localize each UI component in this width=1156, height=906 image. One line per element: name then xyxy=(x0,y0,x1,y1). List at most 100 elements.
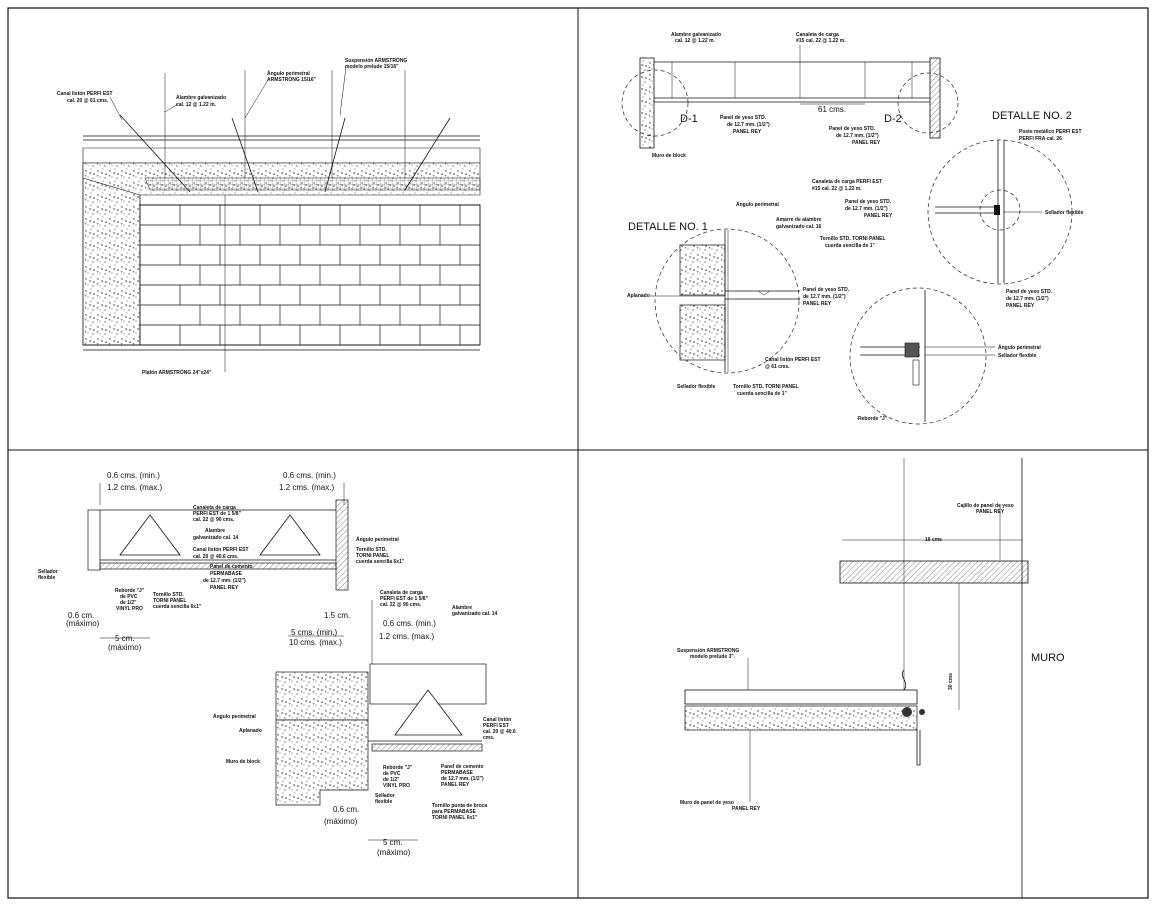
label-canalliston: Canal listón PERFI EST xyxy=(765,357,821,363)
label-canaleta-3: cal. 22 @ 90 cms. xyxy=(193,517,235,523)
tee-3 xyxy=(324,117,346,193)
label-alambre-3: Alambre xyxy=(452,605,472,611)
label-alambre-4: galvanizado cal. 14 xyxy=(452,611,498,617)
p3-left-wall xyxy=(87,509,101,571)
dim-30: 30 cms xyxy=(948,673,954,690)
p3b-wall xyxy=(275,719,369,806)
label-suspension-2: modelo prelude 15/16" xyxy=(345,64,399,70)
label-alambre: Alambre xyxy=(205,528,225,534)
p3-cement-panel xyxy=(99,562,337,570)
label-sellador-3: Sellador flexible xyxy=(998,353,1037,359)
dim-min-1: 0.6 cms. (min.) xyxy=(107,471,160,480)
label-canalliston-2: @ 61 cms. xyxy=(765,364,790,370)
detail-1-circle xyxy=(654,228,800,374)
label-reborde-4: VINYL PRO xyxy=(116,606,143,612)
label-panelcem-4: PANEL REY xyxy=(210,585,239,591)
leader-suspension xyxy=(339,66,347,116)
label-sellador-3: Sellador xyxy=(375,793,395,799)
label-panelyeso: Panel de yeso STD. xyxy=(720,115,767,121)
label-angulo: Ángulo perimetral xyxy=(356,536,399,543)
p4-cajillo xyxy=(839,560,1029,584)
label-reborde-5: Reborde "J" xyxy=(383,765,413,771)
label-aplanado: Aplanado xyxy=(627,293,650,299)
label-tornillo-5: TORNI PANEL xyxy=(153,598,186,604)
label-angulo-2: ARMSTRONG 15/16" xyxy=(267,77,317,83)
label-panelyeso-3: PANEL REY xyxy=(733,129,762,135)
label-canal-2: cal. 20 @ 61 cms. xyxy=(67,98,109,104)
label-panelyeso-5: de 12.7 mm. (1/2") xyxy=(836,133,879,139)
label-panelcem: Panel de cemento xyxy=(210,564,253,570)
label-canaleta-5: PERFI EST de 1 5/8" xyxy=(380,596,429,602)
detail-3-circle xyxy=(849,287,987,425)
dim-61: 61 cms. xyxy=(818,105,846,114)
label-angulo-2: Ángulo perimetral xyxy=(213,713,256,720)
label-tornillo-2: cuerda sencilla de 1" xyxy=(825,243,876,249)
dim-06b: 0.6 cm. xyxy=(333,805,359,814)
p3b-cement-panel xyxy=(371,743,483,752)
label-tornillo-3: cuerda sencilla 6x1" xyxy=(356,559,405,565)
label-alambre-2: cal. 12 @ 1.22 m. xyxy=(675,38,716,44)
label-poste-2: PERFI FRA cal. 26 xyxy=(1019,136,1062,142)
label-muro: Muro de block xyxy=(226,759,260,765)
label-sellador-4: flexible xyxy=(375,799,392,805)
title-detalle-1: DETALLE NO. 1 xyxy=(628,221,708,233)
p3b-slab xyxy=(275,671,369,721)
label-sellador-2: flexible xyxy=(38,575,55,581)
label-angulo: Ángulo perimetral xyxy=(267,70,310,77)
dim-min-2: 0.6 cms. (min.) xyxy=(283,471,336,480)
label-amarre-2: galvanizado cal. 16 xyxy=(776,224,822,230)
label-sellador: Sellador flexible xyxy=(1045,210,1084,216)
dim-15: 1.5 cm. xyxy=(324,611,350,620)
label-reborde-3: de 1/2" xyxy=(120,600,137,606)
label-reborde-7: de 1/2" xyxy=(383,777,400,783)
dim-16: 16 cms xyxy=(925,537,942,543)
block-wall-courses xyxy=(140,204,480,345)
detail-circle-d2 xyxy=(897,72,959,134)
label-sellador: Sellador xyxy=(38,569,58,575)
label-sellador-2: Sellador flexible xyxy=(677,384,716,390)
tee-4 xyxy=(404,117,451,191)
dim-10: 10 cms. (max.) xyxy=(289,638,342,647)
label-angulo: Ángulo perimetral xyxy=(736,201,779,208)
label-canal-6: cms. xyxy=(483,735,495,741)
dim-min-3: 0.6 cms. (min.) xyxy=(383,619,436,628)
detail-2-circle xyxy=(927,139,1073,285)
d3-angle xyxy=(904,342,920,358)
detail-circle-d1 xyxy=(621,69,689,137)
label-panel-13: Panel de yeso STD. xyxy=(1006,289,1053,295)
label-tornillo-8: para PERMABASE xyxy=(432,809,477,815)
label-reborde-8: VINYL PRO xyxy=(383,783,410,789)
dim-maximo-4: (máximo) xyxy=(377,848,411,857)
p4-ceiling-panel xyxy=(684,705,918,731)
ceiling-slab-edge xyxy=(82,147,481,164)
label-murop: Muro de panel de yeso xyxy=(680,800,734,806)
dim-max-3: 1.2 cms. (max.) xyxy=(379,632,434,641)
label-reborde-2: de PVC xyxy=(120,594,138,600)
section-wall-left xyxy=(639,57,655,149)
dim-maximo-2: (máximo) xyxy=(108,643,142,652)
label-panel-11: de 12.7 mm. (1/2") xyxy=(803,294,846,300)
dim-06: 0.6 cm. xyxy=(68,611,94,620)
ceiling-grid xyxy=(144,177,481,191)
label-panel-12: PANEL REY xyxy=(803,301,832,307)
label-alambre-2: galvanizado cal. 14 xyxy=(193,535,239,541)
dim-maximo-3: (máximo) xyxy=(324,817,358,826)
label-plafon: Plafón ARMSTRONG 24"x24" xyxy=(142,370,212,376)
label-panel-8: de 12.7 mm. (1/2") xyxy=(845,206,888,212)
dim-5c: 5 cm. xyxy=(383,838,403,847)
label-panelcem-2: PERMABASE xyxy=(210,571,243,577)
leader-angulo xyxy=(244,79,269,119)
p4-wall-panel xyxy=(916,730,921,766)
label-tornillo-9: TORNI PANEL 6x1" xyxy=(432,815,478,821)
label-tornillo-4: Tornillo STD. xyxy=(153,592,184,598)
label-canaleta-3: Canaleta de carga PERFI EST xyxy=(812,179,882,185)
dim-max-2: 1.2 cms. (max.) xyxy=(279,483,334,492)
p4-fastener-2 xyxy=(919,709,925,715)
label-canal-2: cal. 20 @ 40.6 cms. xyxy=(193,554,239,560)
panel-3-cement-panel-details: 0.6 cms. (min.) 1.2 cms. (max.) 0.6 cms.… xyxy=(38,471,516,857)
label-canaleta-4: Canaleta de carga xyxy=(380,590,423,596)
label-panel-15: PANEL REY xyxy=(1006,303,1035,309)
panel-4-wall-ceiling: 16 cms 30 cms Cajillo de panel de yeso P… xyxy=(677,458,1065,898)
label-tornillo-3: Tornillo STD. TORNI PANEL xyxy=(733,384,799,390)
